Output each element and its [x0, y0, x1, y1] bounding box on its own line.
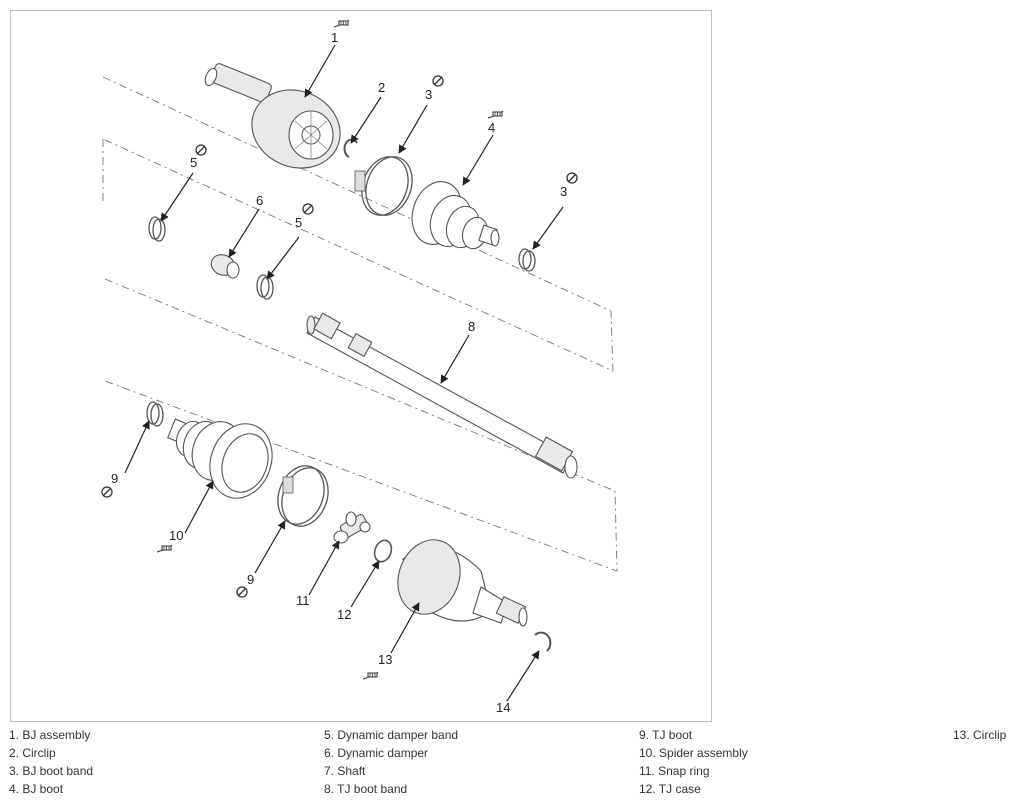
- grease-icon: [487, 110, 504, 119]
- drive-shaft-exploded-diagram: 1 2 3 4 5 6 5 3 8 9 10 9 11 12 13 14: [101, 19, 618, 715]
- callout-labels: 1 2 3 4 5 6 5 3 8 9 10 9 11 12 13 14: [111, 30, 567, 715]
- callout-3: 3: [425, 87, 432, 102]
- callout-12: 12: [337, 607, 351, 622]
- dynamic-damper-band-part: [148, 216, 166, 242]
- callout-5: 5: [190, 155, 197, 170]
- legend-item: 5. Dynamic damper band: [324, 728, 459, 742]
- legend-item: 3. BJ boot band: [9, 764, 94, 778]
- callout-2: 2: [378, 80, 385, 95]
- callout-14: 14: [496, 700, 510, 715]
- dynamic-damper-band-part-2: [256, 274, 274, 300]
- bj-boot-band-small-part: [518, 248, 536, 272]
- lower-assembly-outline: [104, 278, 618, 572]
- grease-icon: [156, 544, 173, 553]
- legend-item: 2. Circlip: [9, 746, 56, 760]
- legend-item: 4. BJ boot: [9, 782, 64, 796]
- no-reuse-icon: [101, 486, 113, 498]
- leader-lines: [124, 44, 564, 702]
- legend-item: 7. Shaft: [324, 764, 366, 778]
- legend-item: 6. Dynamic damper: [324, 746, 429, 760]
- callout-13: 13: [378, 652, 392, 667]
- tj-boot-part: [167, 418, 273, 499]
- circlip-tj-part: [534, 631, 552, 652]
- parts-legend: 1. BJ assembly 2. Circlip 3. BJ boot ban…: [0, 726, 1017, 802]
- tj-boot-band-small-part: [146, 401, 164, 427]
- legend-item: 11. Snap ring: [639, 764, 710, 778]
- shaft-part: [306, 312, 578, 479]
- legend-item: 10. Spider assembly: [639, 746, 748, 760]
- legend-item: 8. TJ boot band: [324, 782, 408, 796]
- callout-11: 11: [296, 593, 310, 608]
- no-reuse-icon: [302, 203, 314, 215]
- bj-boot-band-part: [354, 156, 413, 216]
- dynamic-damper-part: [210, 254, 240, 279]
- legend-column-1: 1. BJ assembly 2. Circlip 3. BJ boot ban…: [9, 726, 309, 798]
- callout-9: 9: [111, 471, 118, 486]
- circlip-part: [343, 138, 358, 158]
- grease-icon: [362, 671, 379, 680]
- legend-column-4: 13. Circlip: [953, 726, 1015, 744]
- legend-item: 1. BJ assembly: [9, 728, 91, 742]
- no-reuse-icon: [195, 144, 207, 156]
- exploded-view-figure: 1 2 3 4 5 6 5 3 8 9 10 9 11 12 13 14: [10, 10, 712, 722]
- no-reuse-icon: [566, 172, 578, 184]
- legend-item: 13. Circlip: [953, 728, 1007, 742]
- spider-assembly-part: [333, 511, 371, 544]
- upper-assembly-outline: [102, 76, 614, 372]
- legend-column-3: 9. TJ boot 10. Spider assembly 11. Snap …: [639, 726, 939, 798]
- legend-item: 9. TJ boot: [639, 728, 693, 742]
- bj-boot-part: [411, 181, 500, 250]
- snap-ring-part: [373, 539, 393, 563]
- tj-case-part: [397, 539, 528, 627]
- no-reuse-icon: [432, 75, 444, 87]
- callout-5b: 5: [295, 215, 302, 230]
- legend-column-2: 5. Dynamic damper band 6. Dynamic damper…: [324, 726, 624, 798]
- legend-item: 12. TJ case: [639, 782, 701, 796]
- no-reuse-icon: [236, 586, 248, 598]
- callout-10: 10: [169, 528, 183, 543]
- callout-1: 1: [331, 30, 338, 45]
- callout-6: 6: [256, 193, 263, 208]
- callout-4: 4: [488, 120, 495, 135]
- tj-boot-band-large-part: [277, 465, 329, 527]
- callout-9b: 9: [247, 572, 254, 587]
- callout-3b: 3: [560, 184, 567, 199]
- callout-8: 8: [468, 319, 475, 334]
- bj-assembly-part: [204, 63, 341, 169]
- grease-icon: [333, 19, 350, 28]
